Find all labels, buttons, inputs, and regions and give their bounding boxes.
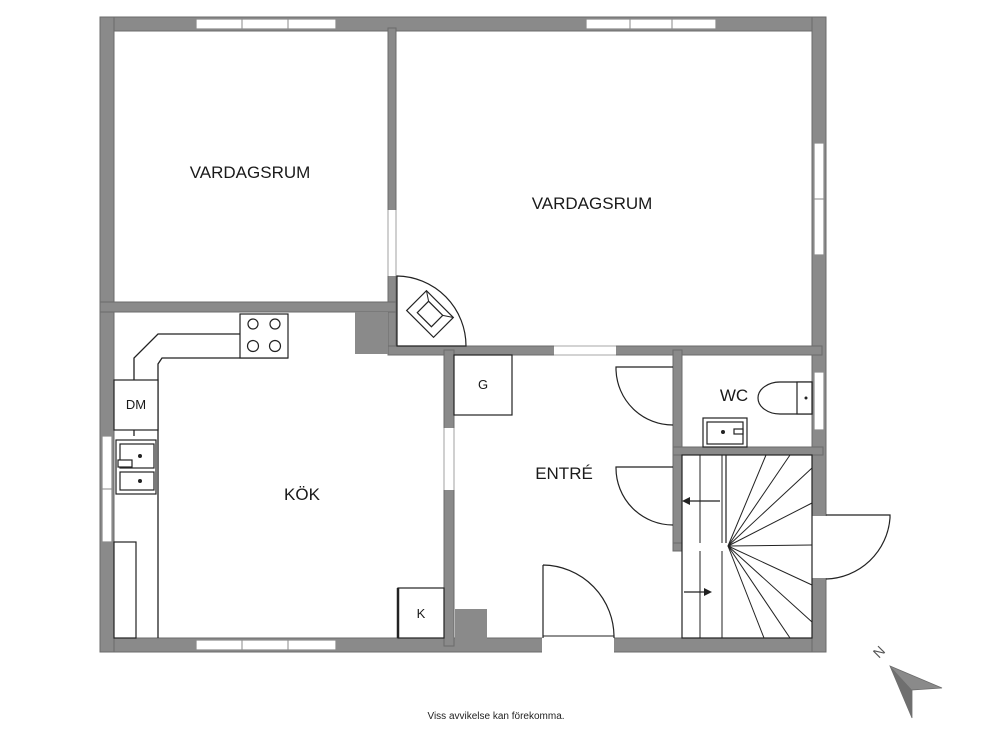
wall-kitchen-entrance	[443, 349, 455, 647]
cooktop	[239, 313, 289, 359]
chimney-entrance	[455, 609, 487, 639]
wc-basin-drain	[721, 430, 725, 434]
room-label-entrance: ENTRÉ	[535, 464, 593, 483]
room-label-living-left: VARDAGSRUM	[190, 163, 311, 182]
window-north-right	[585, 18, 717, 30]
opening-side-door	[811, 516, 827, 578]
opening-front-door	[542, 637, 614, 653]
opening-living	[387, 210, 397, 276]
wardrobe	[453, 354, 513, 416]
room-label-wc: WC	[720, 386, 748, 405]
kitchen-counters: DM K	[113, 313, 445, 639]
sink-drain	[138, 454, 142, 458]
sink-drain	[138, 479, 142, 483]
openings	[387, 210, 827, 653]
window-east-wc	[813, 371, 825, 431]
staircase	[681, 454, 813, 639]
opening-kitchen	[443, 428, 455, 490]
window-south-kitchen	[195, 639, 337, 651]
wall-wc-south	[672, 446, 824, 456]
wardrobe-label: G	[478, 377, 488, 392]
windows	[101, 18, 825, 651]
window-north-left	[195, 18, 337, 30]
fridge	[397, 587, 445, 639]
counter-inner-edge	[157, 357, 288, 638]
sink-faucet	[117, 459, 133, 468]
fridge-label: K	[417, 606, 426, 621]
doors	[542, 366, 891, 639]
chimney	[355, 312, 388, 354]
stair-arrow-down-icon	[704, 588, 712, 596]
disclaimer: Viss avvikelse kan förekomma.	[427, 711, 565, 722]
hob-burner	[269, 318, 281, 330]
opening-entrance-top	[554, 345, 616, 356]
fireplace	[396, 275, 467, 347]
compass-label: N	[870, 642, 888, 660]
hob-burner	[246, 339, 260, 353]
door-wc	[615, 366, 674, 426]
dishwasher-label: DM	[126, 397, 146, 412]
sink-basin	[119, 471, 155, 491]
room-label-living-right: VARDAGSRUM	[532, 194, 653, 213]
counter-south	[113, 541, 137, 639]
room-label-kitchen: KÖK	[284, 485, 321, 504]
toilet-button	[804, 396, 808, 400]
staircase-frame	[681, 454, 813, 639]
hob-burner	[268, 339, 282, 353]
stair-arrow-up-icon	[682, 497, 690, 505]
hob-burner	[247, 318, 259, 330]
door-side	[825, 514, 891, 580]
wall-kitchen-top	[99, 301, 397, 313]
dishwasher	[113, 379, 159, 431]
fireplace-stove-inner	[416, 300, 444, 328]
compass: N	[870, 642, 943, 719]
wall-west	[99, 16, 115, 653]
wc-basin-faucet	[733, 428, 744, 435]
compass-arrow-shade-icon	[890, 666, 912, 718]
door-stair	[615, 466, 674, 526]
wc-fixtures	[702, 381, 813, 448]
door-front	[542, 564, 615, 639]
